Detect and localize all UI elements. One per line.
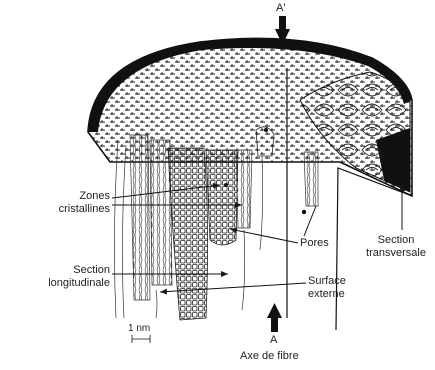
label-section-long-line2: longitudinale xyxy=(20,277,110,290)
pore-dot-2 xyxy=(302,210,306,214)
fibril-1 xyxy=(130,135,150,300)
crystalline-column-1 xyxy=(168,148,208,320)
label-surface-line2: externe xyxy=(308,288,346,301)
thin-strand-2 xyxy=(114,140,118,318)
fibril-3 xyxy=(236,150,252,228)
pore-dot-3 xyxy=(264,128,268,132)
label-zones-cristallines: Zones cristallines xyxy=(40,190,110,216)
scale-bar xyxy=(132,335,150,343)
label-pores: Pores xyxy=(300,237,329,250)
thin-strand-3 xyxy=(156,290,157,318)
label-section-trans-line2: transversale xyxy=(358,247,434,260)
fibril-5 xyxy=(304,152,318,206)
label-surface-externe: Surface externe xyxy=(308,275,346,301)
label-a-prime: A' xyxy=(276,2,285,15)
label-zones-line2: cristallines xyxy=(40,203,110,216)
label-section-long-line1: Section xyxy=(20,264,110,277)
leader-pores-2 xyxy=(304,206,316,236)
label-axe-de-fibre: Axe de fibre xyxy=(240,350,299,363)
pore-dot-1 xyxy=(224,183,228,187)
label-a: A xyxy=(270,334,277,347)
leader-pores xyxy=(230,229,298,243)
label-surface-line1: Surface xyxy=(308,275,346,288)
thin-strand-1 xyxy=(122,145,126,318)
label-section-trans-line1: Section xyxy=(358,234,434,247)
label-section-longitudinale: Section longitudinale xyxy=(20,264,110,290)
crystalline-column-2 xyxy=(206,150,238,245)
thin-strand-4 xyxy=(242,230,245,310)
label-section-transversale: Section transversale xyxy=(358,234,434,260)
label-zones-line1: Zones xyxy=(40,190,110,203)
label-scale: 1 nm xyxy=(128,322,150,335)
a-arrow-icon xyxy=(267,303,282,332)
